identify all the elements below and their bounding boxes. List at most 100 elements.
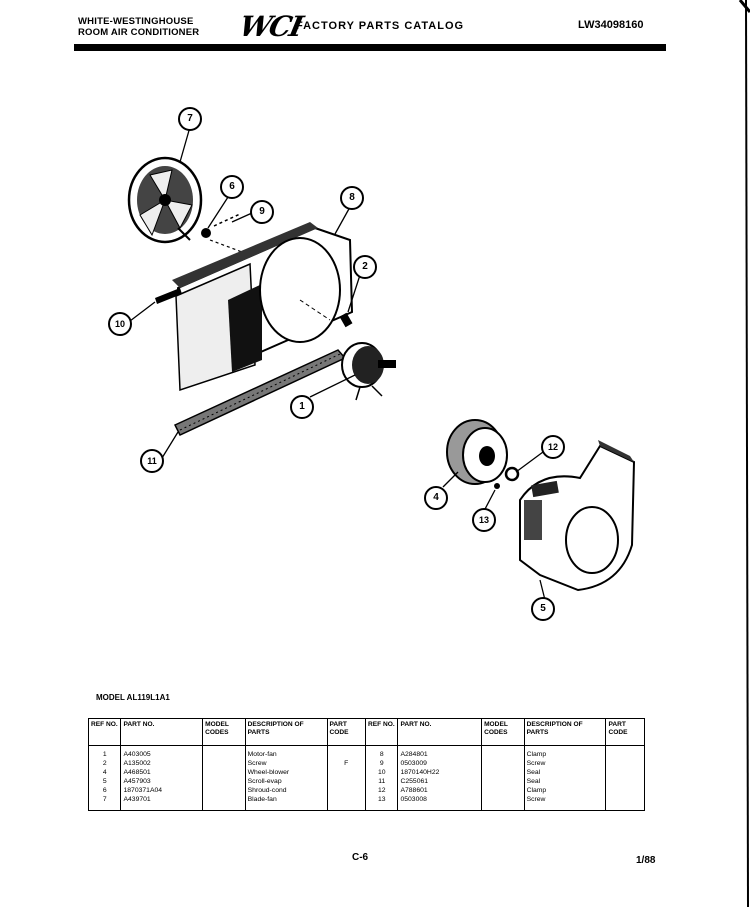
callout-2: 2 bbox=[353, 255, 377, 279]
model-code bbox=[481, 777, 525, 786]
brand-header: WHITE-WESTINGHOUSE ROOM AIR CONDITIONER bbox=[78, 16, 199, 38]
description: Scroll-evap bbox=[244, 777, 328, 786]
description: Wheel-blower bbox=[244, 768, 328, 777]
part-no: A135002 bbox=[120, 759, 204, 768]
clamp-part bbox=[494, 466, 520, 489]
header-part-no: PART NO. bbox=[120, 718, 204, 746]
header-model-codes-2: MODEL CODES bbox=[481, 718, 525, 746]
header-rule bbox=[74, 44, 666, 51]
part-no: A457903 bbox=[120, 777, 204, 786]
callout-4: 4 bbox=[424, 486, 448, 510]
part-code bbox=[605, 777, 645, 786]
part-code bbox=[326, 786, 366, 795]
scroll-part bbox=[519, 440, 636, 592]
part-code bbox=[326, 777, 366, 786]
ref-no: 13 bbox=[364, 795, 399, 811]
description: Screw bbox=[244, 759, 328, 768]
callout-1: 1 bbox=[290, 395, 314, 419]
description: Seal bbox=[523, 768, 607, 777]
part-code bbox=[605, 745, 645, 759]
part-code bbox=[605, 795, 645, 811]
ref-no: 8 bbox=[364, 745, 399, 759]
table-row: 7 A439701 Blade-fan 13 0503008 Screw bbox=[87, 795, 645, 811]
seal-top-part bbox=[155, 288, 182, 304]
model-label: MODEL AL119L1A1 bbox=[96, 693, 170, 702]
part-no: A468501 bbox=[120, 768, 204, 777]
callout-7: 7 bbox=[178, 107, 202, 131]
header-ref-no-2: REF NO. bbox=[364, 718, 399, 746]
model-code bbox=[481, 795, 525, 811]
part-code: F bbox=[326, 759, 366, 768]
ref-no: 12 bbox=[364, 786, 399, 795]
table-row: 6 1870371A04 Shroud-cond 12 A788601 Clam… bbox=[87, 786, 645, 795]
part-code bbox=[605, 786, 645, 795]
model-code bbox=[481, 759, 525, 768]
part-no: A284801 bbox=[397, 745, 483, 759]
model-code bbox=[202, 786, 246, 795]
part-no: 1870140H22 bbox=[397, 768, 483, 777]
part-code bbox=[326, 795, 366, 811]
ref-no: 2 bbox=[87, 759, 122, 768]
ref-no: 11 bbox=[364, 777, 399, 786]
description: Screw bbox=[523, 759, 607, 768]
part-code bbox=[605, 768, 645, 777]
motor-part bbox=[341, 342, 396, 401]
model-code bbox=[202, 795, 246, 811]
ref-no: 10 bbox=[364, 768, 399, 777]
header-description: DESCRIPTION OF PARTS bbox=[244, 718, 328, 746]
header-part-code-2: PART CODE bbox=[605, 718, 645, 746]
callout-12: 12 bbox=[541, 435, 565, 459]
model-code bbox=[202, 745, 246, 759]
ref-no: 1 bbox=[87, 745, 122, 759]
ref-no: 7 bbox=[87, 795, 122, 811]
ref-no: 6 bbox=[87, 786, 122, 795]
part-code bbox=[605, 759, 645, 768]
fan-blade-part bbox=[127, 156, 203, 244]
model-code bbox=[202, 777, 246, 786]
shroud-part bbox=[172, 222, 354, 392]
part-code bbox=[326, 768, 366, 777]
table-row: 4 A468501 Wheel-blower 10 1870140H22 Sea… bbox=[87, 768, 645, 777]
table-row: 2 A135002 Screw F 9 0503009 Screw bbox=[87, 759, 645, 768]
catalog-title: FACTORY PARTS CATALOG bbox=[296, 20, 465, 32]
part-no: A403005 bbox=[120, 745, 204, 759]
callout-10: 10 bbox=[108, 312, 132, 336]
scan-edge bbox=[738, 0, 750, 907]
model-code bbox=[202, 759, 246, 768]
blower-wheel-part bbox=[446, 419, 508, 485]
callout-5: 5 bbox=[531, 597, 555, 621]
header-ref-no: REF NO. bbox=[87, 718, 122, 746]
header-description-2: DESCRIPTION OF PARTS bbox=[523, 718, 607, 746]
callout-13: 13 bbox=[472, 508, 496, 532]
table-row: 5 A457903 Scroll-evap 11 C255061 Seal bbox=[87, 777, 645, 786]
callout-6: 6 bbox=[220, 175, 244, 199]
part-no: 0503008 bbox=[397, 795, 483, 811]
description: Blade-fan bbox=[244, 795, 328, 811]
page-number: C-6 bbox=[352, 852, 369, 863]
part-no: A788601 bbox=[397, 786, 483, 795]
model-code bbox=[481, 786, 525, 795]
brand-line-1: WHITE-WESTINGHOUSE bbox=[78, 16, 194, 27]
header-part-code: PART CODE bbox=[326, 718, 366, 746]
callout-11: 11 bbox=[140, 449, 164, 473]
description: Screw bbox=[523, 795, 607, 811]
parts-table-header: REF NO. PART NO. MODEL CODES DESCRIPTION… bbox=[87, 718, 645, 746]
callout-8: 8 bbox=[340, 186, 364, 210]
ref-no: 9 bbox=[364, 759, 399, 768]
description: Motor-fan bbox=[244, 745, 328, 759]
ref-no: 4 bbox=[87, 768, 122, 777]
revision-date: 1/88 bbox=[636, 855, 656, 866]
description: Seal bbox=[523, 777, 607, 786]
description: Shroud-cond bbox=[244, 786, 328, 795]
header-part-no-2: PART NO. bbox=[397, 718, 483, 746]
brand-line-2: ROOM AIR CONDITIONER bbox=[78, 27, 200, 38]
part-no: A439701 bbox=[120, 795, 204, 811]
description: Clamp bbox=[523, 745, 607, 759]
header-model-codes: MODEL CODES bbox=[202, 718, 246, 746]
ref-no: 5 bbox=[87, 777, 122, 786]
leader-lines bbox=[129, 126, 546, 601]
part-no: C255061 bbox=[397, 777, 483, 786]
model-code bbox=[202, 768, 246, 777]
model-code bbox=[481, 768, 525, 777]
